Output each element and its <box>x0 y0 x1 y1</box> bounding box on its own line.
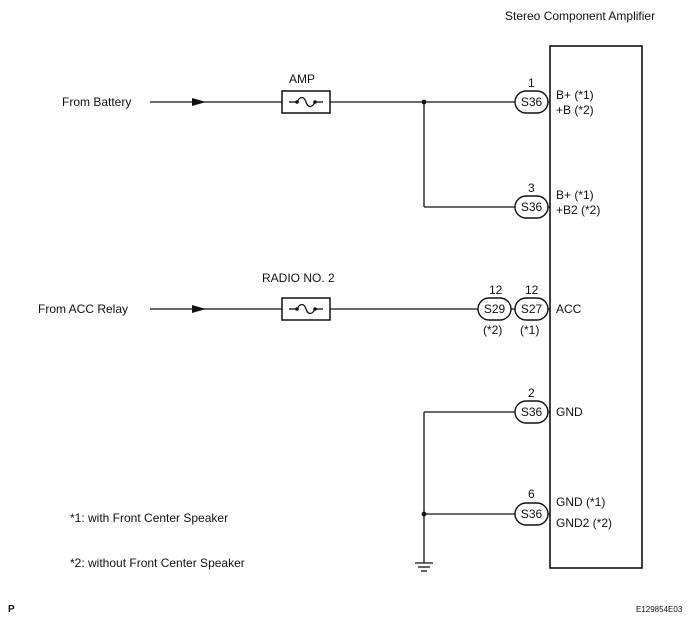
pin-6-number: 6 <box>528 487 535 501</box>
ground-icon <box>415 562 433 572</box>
acc-arrow <box>192 305 206 313</box>
pin-6-signal-2: GND2 (*2) <box>556 516 612 530</box>
pin-2-signal: GND <box>556 405 583 419</box>
junction-ground <box>421 511 427 517</box>
source-battery-label: From Battery <box>62 95 131 109</box>
corner-mark: P <box>8 604 15 615</box>
note-1: *1: with Front Center Speaker <box>70 511 228 525</box>
connector-s27-label: S27 <box>521 302 543 316</box>
pin-1-signal-1: B+ (*1) <box>556 88 594 102</box>
connector-s27-note: (*1) <box>520 323 539 337</box>
pin-3-number: 3 <box>528 181 535 195</box>
fuse-radio-no2 <box>281 297 331 321</box>
pin-2-number: 2 <box>528 386 535 400</box>
fuse-amp <box>281 90 331 114</box>
amplifier-box <box>549 45 643 569</box>
pin-12-signal: ACC <box>556 302 582 316</box>
source-acc-label: From ACC Relay <box>38 302 128 316</box>
pin-6-signal-1: GND (*1) <box>556 495 605 509</box>
component-title: Stereo Component Amplifier <box>505 9 655 23</box>
pin-12-number-s29: 12 <box>489 283 503 297</box>
figure-id: E129854E03 <box>636 605 683 614</box>
battery-arrow <box>192 98 206 106</box>
connector-s29-note: (*2) <box>483 323 502 337</box>
connector-s36-pin6-label: S36 <box>521 507 543 521</box>
pin-3-signal-2: +B2 (*2) <box>556 203 600 217</box>
pin-1-signal-2: +B (*2) <box>556 103 594 117</box>
note-2: *2: without Front Center Speaker <box>70 556 245 570</box>
pin-1-number: 1 <box>528 76 535 90</box>
connector-s36-pin3-label: S36 <box>521 200 543 214</box>
fuse-amp-label: AMP <box>289 72 315 86</box>
connector-s29-label: S29 <box>484 302 506 316</box>
connector-s36-pin2-label: S36 <box>521 405 543 419</box>
pin-12-number-s27: 12 <box>525 283 539 297</box>
fuse-radio-label: RADIO NO. 2 <box>262 271 335 285</box>
pin-3-signal-1: B+ (*1) <box>556 188 594 202</box>
connector-s36-pin1-label: S36 <box>521 95 543 109</box>
